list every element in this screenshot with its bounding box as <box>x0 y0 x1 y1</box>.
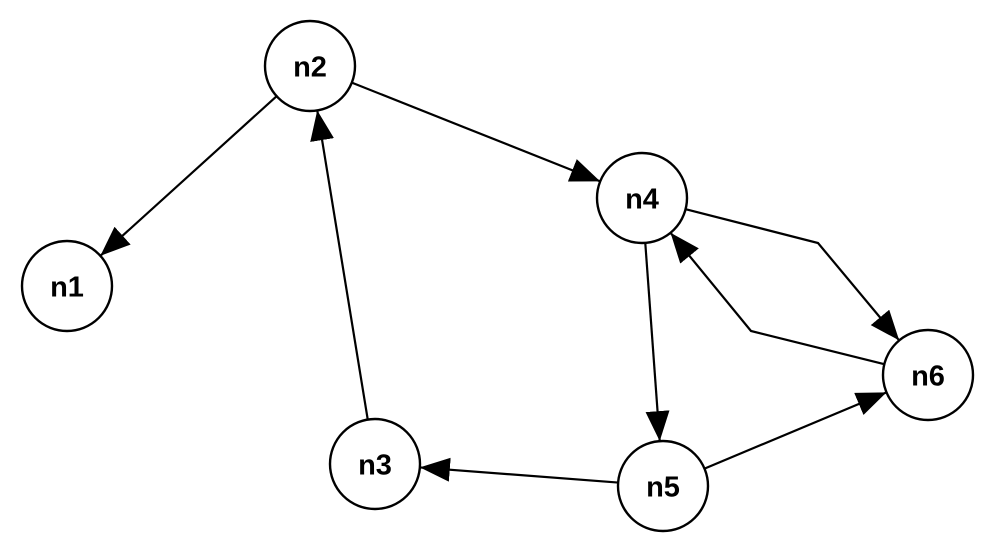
node-circle-n6 <box>881 328 975 422</box>
node-n2: n2 <box>263 19 357 113</box>
nodes-layer: n1 n2 n3 n4 n5 n6 <box>20 19 975 533</box>
node-n1: n1 <box>20 239 114 333</box>
edge-n4-n5 <box>644 242 670 442</box>
node-n6: n6 <box>881 328 975 422</box>
edge-n2-n1 <box>99 95 278 257</box>
node-circle-n2 <box>263 19 357 113</box>
node-circle-n5 <box>616 439 710 533</box>
node-n4: n4 <box>595 151 689 245</box>
node-label-n6: n6 <box>911 360 945 392</box>
edge-n3-n2 <box>310 110 369 420</box>
node-n3: n3 <box>328 417 422 511</box>
edge-n2-n4 <box>351 81 601 183</box>
node-label-n1: n1 <box>50 271 84 303</box>
node-circle-n1 <box>20 239 114 333</box>
edges-layer <box>99 81 901 484</box>
node-label-n5: n5 <box>646 471 680 503</box>
node-circle-n3 <box>328 417 422 511</box>
edge-n5-n3 <box>419 457 619 484</box>
edge-n5-n6 <box>704 391 887 470</box>
edge-n6-n4 <box>669 232 885 366</box>
node-label-n4: n4 <box>625 183 659 215</box>
node-label-n3: n3 <box>358 449 392 481</box>
node-label-n2: n2 <box>293 51 327 83</box>
node-circle-n4 <box>595 151 689 245</box>
edge-n4-n6 <box>685 208 901 342</box>
node-n5: n5 <box>616 439 710 533</box>
